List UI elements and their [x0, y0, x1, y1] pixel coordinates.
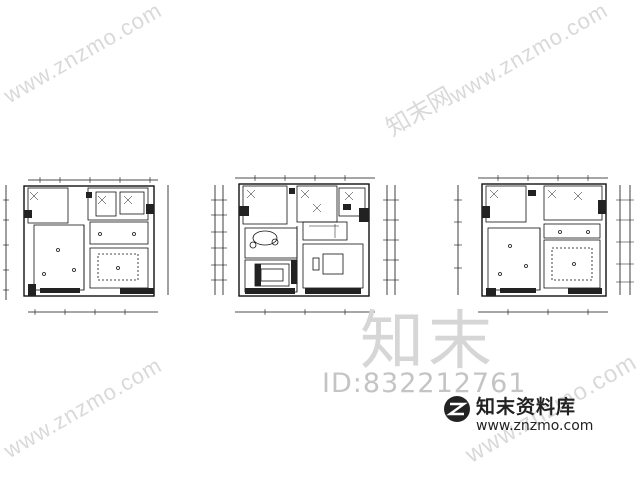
site-name: 知末资料库: [476, 396, 577, 418]
watermark-url-top-right: www.znzmo.com: [445, 0, 613, 108]
watermark-id: ID:832212761: [322, 368, 527, 399]
floor-plan-right: [454, 175, 634, 315]
site-url: www.znzmo.com: [476, 418, 594, 434]
watermark-url-top-left: www.znzmo.com: [0, 0, 167, 108]
watermark-brand: 知末: [360, 305, 496, 379]
watermark-url-bottom-left: www.znzmo.com: [0, 352, 167, 463]
znzmo-logo-icon: [444, 396, 470, 422]
watermark-cn-small: 知末网: [381, 81, 458, 142]
floor-plan-middle: [211, 175, 399, 315]
floor-plan-left: [3, 177, 169, 315]
